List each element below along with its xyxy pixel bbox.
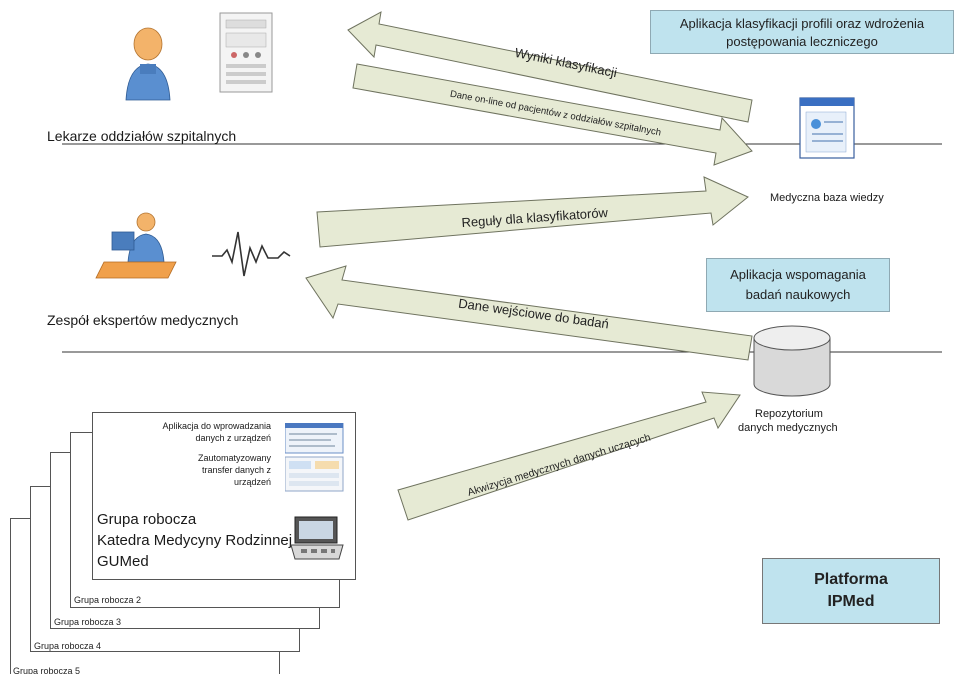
auto-transfer-line-2: transfer danych z xyxy=(201,465,271,475)
ecg-waveform-icon xyxy=(212,231,291,277)
arrow-classification-results xyxy=(347,11,753,123)
workgroup-5-label: Grupa robocza 5 xyxy=(13,666,81,674)
classification-app-box: Aplikacja klasyfikacji profili oraz wdro… xyxy=(650,10,954,54)
expert-at-desk-icon xyxy=(95,212,177,279)
knowledge-base-window-icon xyxy=(799,97,855,159)
cash-register-device-icon xyxy=(290,516,344,560)
knowledge-base-label: Medyczna baza wiedzy xyxy=(770,192,884,204)
app-screenshot-icon xyxy=(285,423,344,492)
research-app-text: Aplikacja wspomagania badań naukowych xyxy=(730,267,866,302)
experts-label: Zespół ekspertów medycznych xyxy=(47,312,239,328)
device-app-line-1: Aplikacja do wprowadzania xyxy=(162,421,271,431)
auto-transfer-line-3: urządzeń xyxy=(233,477,271,487)
doctors-label: Lekarze oddziałów szpitalnych xyxy=(47,128,237,144)
workgroup-main-line-2: Katedra Medycyny Rodzinnej xyxy=(97,532,293,549)
repository-label-line-2: danych medycznych xyxy=(738,422,838,434)
platform-box: Platforma IPMed xyxy=(762,558,940,624)
workgroup-main-line-3: GUMed xyxy=(97,553,149,570)
platform-line-2: IPMed xyxy=(827,593,875,610)
research-app-box: Aplikacja wspomagania badań naukowych xyxy=(706,258,890,312)
platform-line-1: Platforma xyxy=(814,571,888,588)
workgroup-4-label: Grupa robocza 4 xyxy=(34,641,102,651)
repository-label-line-1: Repozytorium xyxy=(755,408,823,420)
arrow-online-data xyxy=(352,63,753,166)
monitor-device-icon xyxy=(219,12,273,93)
classification-app-text: Aplikacja klasyfikacji profili oraz wdro… xyxy=(679,16,925,49)
repository-database-icon xyxy=(753,325,831,397)
workgroup-main-line-1: Grupa robocza xyxy=(97,511,197,528)
workgroup-main-card: Aplikacja do wprowadzania danych z urząd… xyxy=(92,412,356,580)
arrow-classifier-rules xyxy=(316,176,749,248)
workgroup-2-label: Grupa robocza 2 xyxy=(74,595,142,605)
workgroup-3-label: Grupa robocza 3 xyxy=(54,617,122,627)
arrow-data-acquisition xyxy=(397,391,741,521)
arrow-research-input xyxy=(305,265,753,361)
auto-transfer-line-1: Zautomatyzowany xyxy=(197,453,271,463)
device-app-line-2: danych z urządzeń xyxy=(195,433,271,443)
doctor-person-icon xyxy=(125,27,171,101)
